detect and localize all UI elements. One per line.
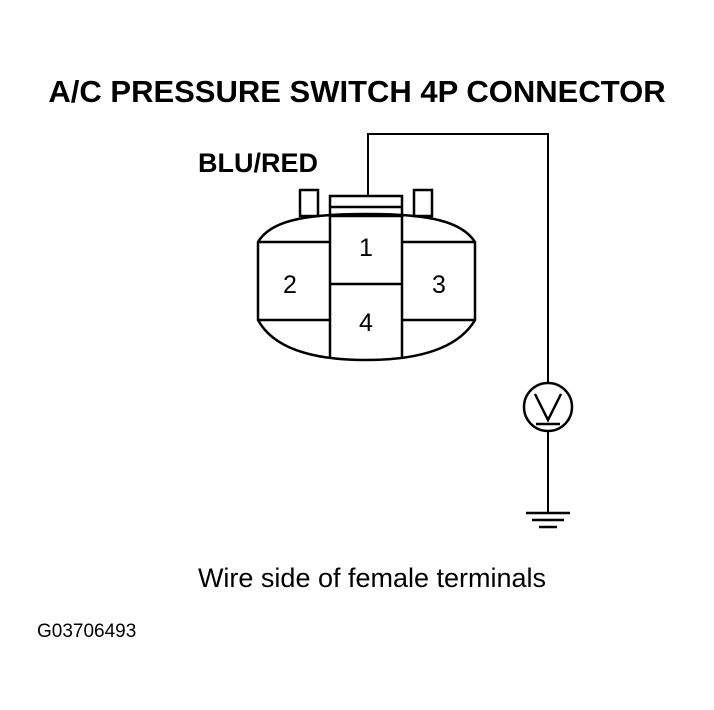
voltmeter-icon [522,381,574,433]
pin-3-label: 3 [432,271,446,299]
test-lead-wire [367,133,549,383]
figure-id: G03706493 [37,621,136,642]
connector-left-tab [298,188,320,218]
ground-icon [526,511,570,529]
pin-4-label: 4 [359,309,373,337]
connector-4p: 1 2 3 4 [256,188,477,362]
pin-1-label: 1 [359,234,373,262]
diagram-caption: Wire side of female terminals [198,563,546,593]
connector-right-tab [412,188,434,218]
diagram-title: A/C PRESSURE SWITCH 4P CONNECTOR [48,74,665,109]
voltmeter-v-symbol [533,393,563,423]
pin-2-label: 2 [283,271,297,299]
wire-color-label: BLU/RED [198,148,318,178]
